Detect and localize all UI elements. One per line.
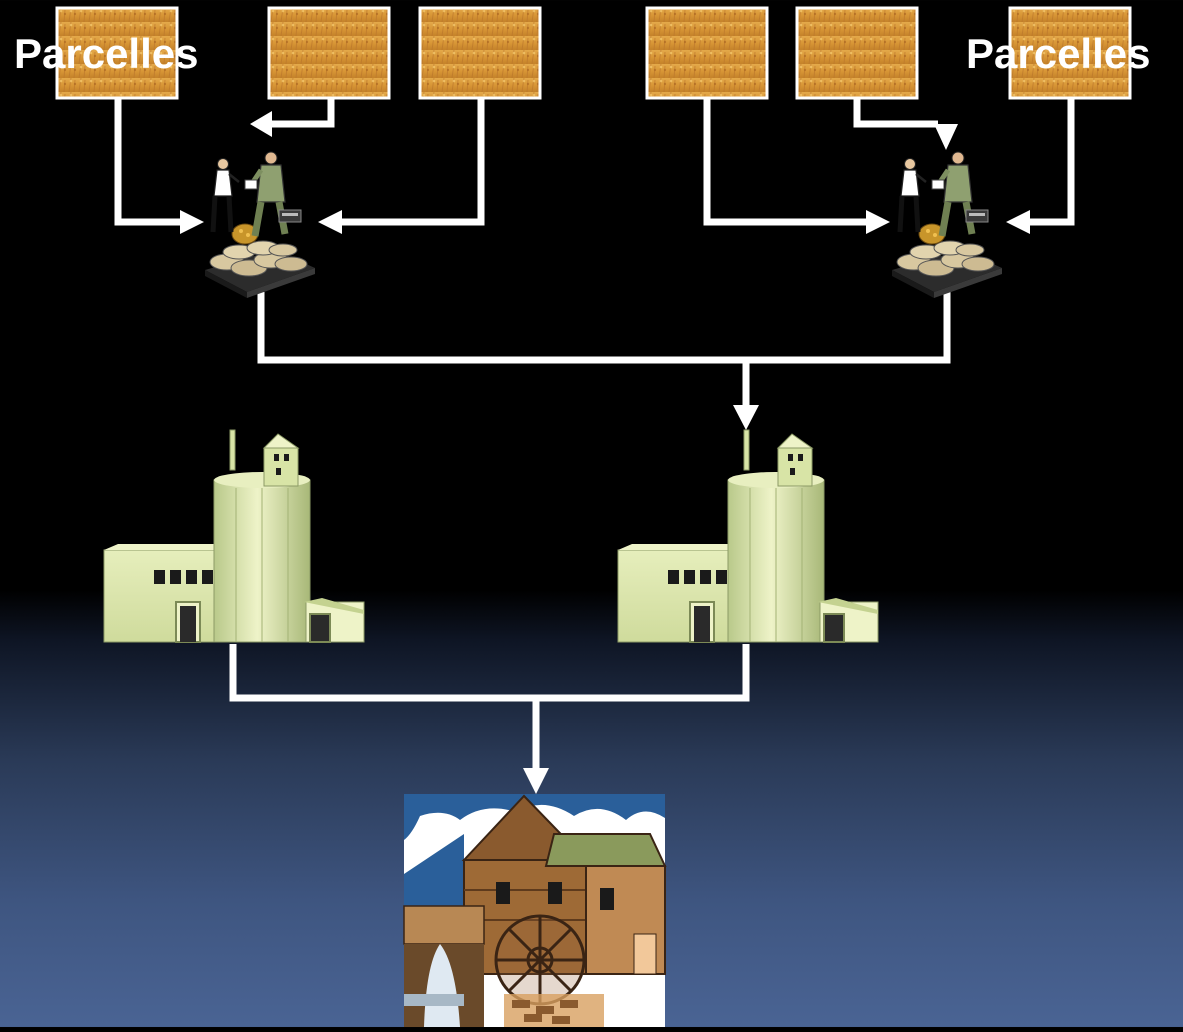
connector-silos-to-mill <box>229 644 750 702</box>
connector-traders-to-silo <box>257 292 951 364</box>
wheat-field-photo-4 <box>645 6 769 100</box>
water-mill-icon <box>403 794 667 1027</box>
arrow-head-icon <box>733 405 759 430</box>
grain-silo-left-icon <box>103 429 365 643</box>
arrow-head-icon <box>318 210 342 234</box>
arrow-head-icon <box>866 210 890 234</box>
wheat-field-photo-3 <box>418 6 542 100</box>
connector-field5-to-trader-right <box>853 98 938 128</box>
grain-traders-left-icon <box>205 152 315 298</box>
arrow-head-icon <box>934 124 958 150</box>
grain-silo-right-icon <box>617 429 879 643</box>
connector-field4-to-trader-right <box>703 98 870 226</box>
connectors <box>114 98 1075 770</box>
connector-field1-to-trader-left <box>114 98 182 226</box>
grain-traders-right-icon <box>892 152 1002 298</box>
arrow-heads <box>180 111 1030 794</box>
connector-field3-to-trader-left <box>340 98 485 226</box>
connector-field6-to-trader-right <box>1026 98 1075 226</box>
parcels-label-right: Parcelles <box>966 30 1151 77</box>
wheat-field-photo-5 <box>795 6 919 100</box>
parcels-label-left: Parcelles <box>14 30 199 77</box>
wheat-field-photo-2 <box>267 6 391 100</box>
arrow-head-icon <box>523 768 549 794</box>
arrow-head-icon <box>250 111 272 137</box>
arrow-head-icon <box>180 210 204 234</box>
arrow-head-icon <box>1006 210 1030 234</box>
connector-field2-to-trader-left <box>270 98 335 128</box>
